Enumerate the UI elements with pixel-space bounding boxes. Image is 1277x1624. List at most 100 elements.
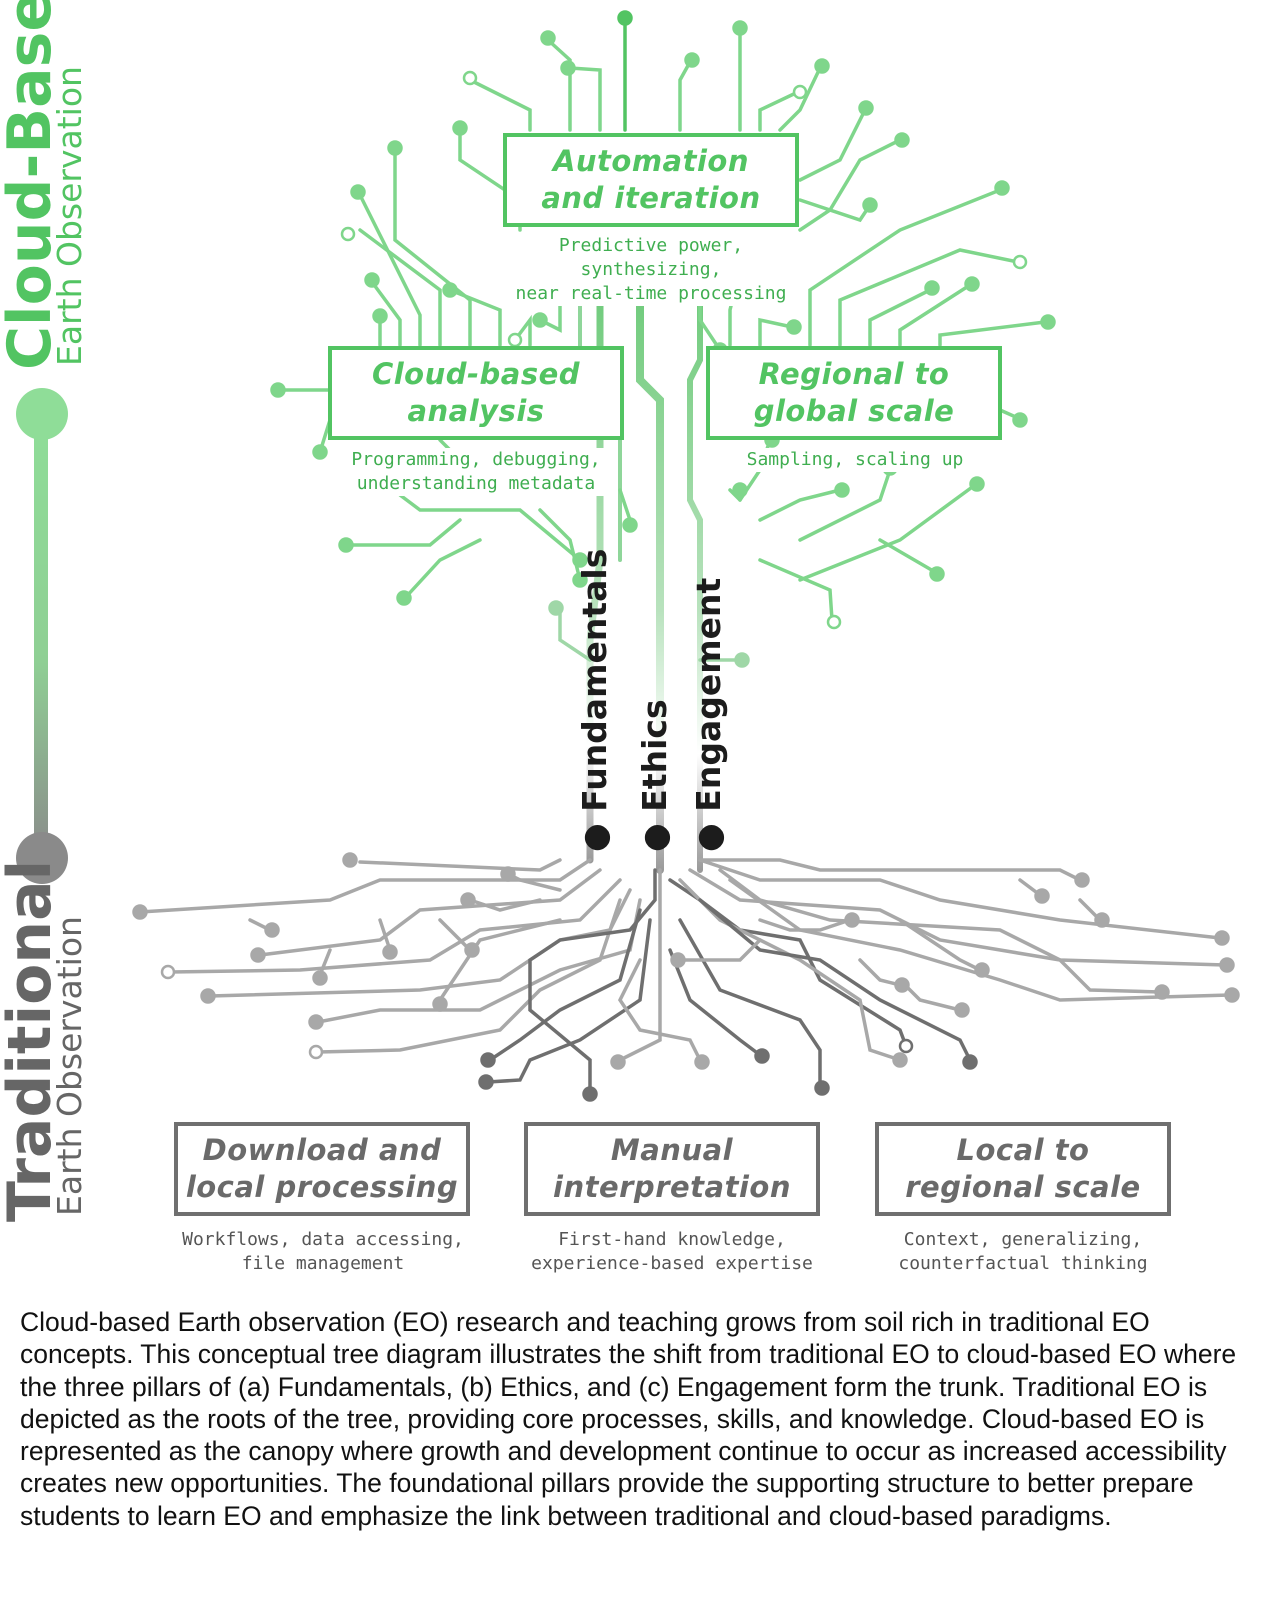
canopy-branch-line	[868, 288, 932, 347]
canopy-branch-node	[507, 332, 523, 348]
root-branch-node	[432, 996, 448, 1012]
canopy-branch-node	[792, 84, 808, 100]
manual-interpretation-subtitle: First-hand knowledge, experience-based e…	[531, 1229, 813, 1274]
root-branch-line	[758, 918, 852, 932]
root-branch-node	[342, 852, 358, 868]
pillar-engagement: ● Engagement	[689, 577, 728, 852]
root-branch-node	[160, 964, 176, 980]
root-branch-line	[438, 918, 472, 952]
root-branch-node	[898, 1038, 914, 1054]
root-branch-node	[200, 988, 216, 1004]
root-branch-node	[382, 944, 398, 960]
automation-box: Automation and iteration	[503, 133, 799, 227]
canopy-branch-node	[560, 60, 576, 76]
pillar-fundamentals: ● Fundamentals	[575, 548, 614, 852]
canopy-branch-node	[340, 226, 356, 242]
manual-interpretation-box: Manual interpretation	[524, 1122, 820, 1216]
canopy-branch-node	[617, 10, 633, 26]
canopy-branch-line	[468, 78, 532, 132]
canopy-branch-line	[398, 493, 582, 562]
root-branch-line	[698, 858, 1082, 882]
root-branch-line	[678, 918, 822, 1088]
canopy-branch-line	[758, 488, 842, 522]
root-branch-node	[464, 942, 480, 958]
canopy-branch-node	[814, 58, 830, 74]
root-branch-node	[962, 1054, 978, 1070]
root-branch-line	[168, 878, 622, 974]
canopy-branch-node	[924, 280, 940, 296]
cloud-analysis-box: Cloud-based analysis	[328, 346, 624, 440]
root-branch-line	[858, 958, 902, 987]
pillar-fundamentals-text: Fundamentals	[575, 548, 614, 812]
root-branch-line	[358, 858, 562, 872]
cloud-endpoint-dot	[16, 388, 68, 440]
canopy-branch-node	[364, 272, 380, 288]
canopy-branch-node	[1012, 254, 1028, 270]
canopy-branch-node	[396, 590, 412, 606]
root-branch-node	[250, 947, 266, 963]
regional-global-subtitle: Sampling, scaling up	[730, 448, 980, 472]
canopy-branch-line	[758, 317, 794, 347]
pillar-engagement-text: Engagement	[689, 577, 728, 812]
root-branch-line	[316, 898, 642, 1024]
automation-subtitle: Predictive power, synthesizing, near rea…	[496, 234, 806, 306]
canopy-branch-line	[403, 538, 482, 600]
root-branch-node	[1219, 957, 1235, 973]
canopy-branch-line	[558, 608, 592, 662]
root-branch-node	[308, 1014, 324, 1030]
manual-interpretation-title: Manual interpretation	[553, 1133, 791, 1204]
canopy-branch-line	[678, 60, 692, 132]
pillar-ethics-text: Ethics	[635, 699, 674, 812]
canopy-branch-node	[462, 70, 478, 86]
canopy-branch-line	[758, 558, 834, 622]
canopy-branch-node	[548, 600, 564, 616]
canopy-branch-node	[929, 566, 945, 582]
root-branch-line	[668, 948, 762, 1057]
local-regional-title: Local to regional scale	[905, 1133, 1141, 1204]
root-branch-node	[954, 1002, 970, 1018]
root-branch-line	[468, 898, 542, 912]
canopy-branch-node	[442, 282, 458, 298]
root-branch-line	[528, 868, 657, 1094]
canopy-branch-node	[826, 614, 842, 630]
root-branches	[132, 852, 1240, 1102]
root-branch-line	[488, 908, 642, 1062]
figure-caption: Cloud-based Earth observation (EO) resea…	[20, 1307, 1237, 1531]
canopy-branch-line	[370, 280, 402, 347]
canopy-branch-line	[898, 283, 972, 347]
canopy-branch-line	[798, 483, 977, 582]
canopy-branch-node	[994, 180, 1010, 196]
root-branch-node	[1074, 872, 1090, 888]
canopy-branch-line	[938, 320, 1047, 347]
root-branch-line	[617, 958, 702, 1062]
root-branch-node	[582, 1086, 598, 1102]
canopy-branch-node	[270, 382, 286, 398]
canopy-branch-node	[452, 120, 468, 136]
canopy-branch-line	[808, 188, 1002, 347]
root-branch-line	[898, 918, 982, 972]
root-branch-node	[264, 922, 280, 938]
root-branch-node	[754, 1048, 770, 1064]
canopy-branch-node	[894, 132, 910, 148]
canopy-branch-node	[734, 652, 750, 668]
root-branch-line	[138, 858, 592, 914]
root-branch-line	[618, 868, 662, 1062]
cloud-analysis-title: Cloud-based analysis	[371, 357, 581, 428]
root-branch-node	[460, 892, 476, 908]
root-branch-node	[670, 952, 686, 968]
canopy-branch-node	[540, 30, 556, 46]
root-branch-line	[208, 888, 632, 998]
canopy-branch-node	[312, 444, 328, 460]
canopy-branch-line	[838, 248, 1020, 347]
canopy-branch-node	[387, 140, 403, 156]
root-branch-node	[308, 1044, 324, 1060]
canopy-branch-line	[568, 66, 602, 132]
traditional-sublabel: Earth Observation	[50, 916, 89, 1216]
root-branch-line	[718, 868, 1227, 967]
root-branch-node	[814, 1080, 830, 1096]
root-branch-line	[678, 938, 762, 962]
canopy-branch-line	[346, 518, 462, 547]
root-branch-node	[892, 1052, 908, 1068]
root-branch-line	[486, 918, 652, 1084]
canopy-branch-node	[684, 52, 700, 68]
